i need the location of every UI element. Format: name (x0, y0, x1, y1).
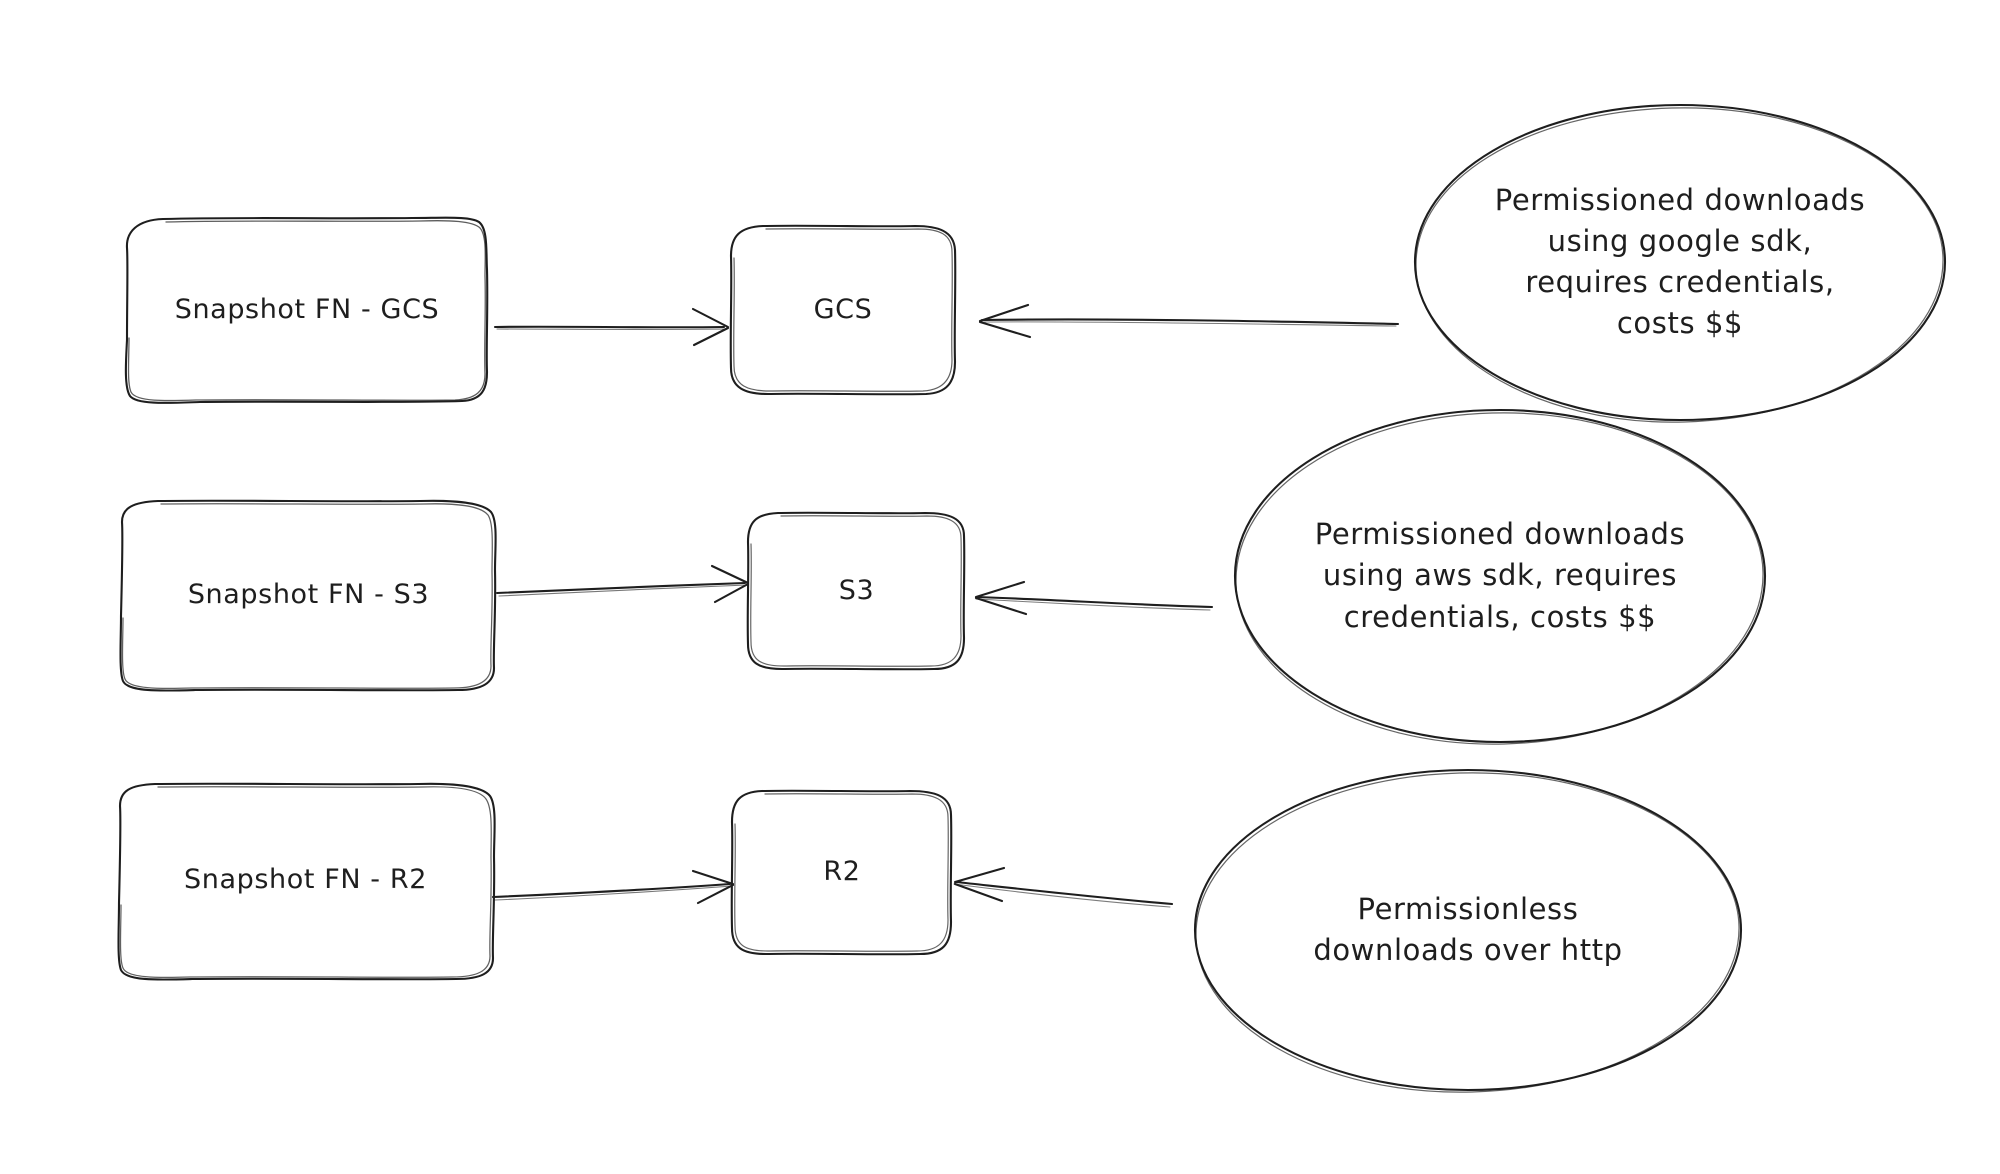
arrow-snapshot-s3-to-s3 (495, 564, 750, 604)
node-label-r2: R2 (823, 856, 861, 888)
arrow-note-gcs-to-gcs (978, 303, 1400, 339)
node-label-snapshot-fn-s3: Snapshot FN - S3 (187, 578, 430, 610)
node-label-snapshot-fn-r2: Snapshot FN - R2 (184, 863, 427, 895)
arrow-note-r2-to-r2 (953, 866, 1174, 908)
arrow-snapshot-r2-to-r2 (491, 869, 735, 905)
node-label-snapshot-fn-gcs: Snapshot FN - GCS (174, 294, 440, 326)
arrow-snapshot-gcs-to-gcs (493, 307, 730, 347)
node-label-s3: S3 (838, 574, 875, 606)
node-label-gcs: GCS (813, 293, 873, 325)
note-label-s3: Permissioned downloads using aws sdk, re… (1314, 517, 1686, 634)
note-label-gcs: Permissioned downloads using google sdk,… (1494, 182, 1866, 341)
arrow-note-s3-to-s3 (974, 580, 1214, 616)
note-label-r2: Permissionless downloads over http (1313, 891, 1623, 967)
